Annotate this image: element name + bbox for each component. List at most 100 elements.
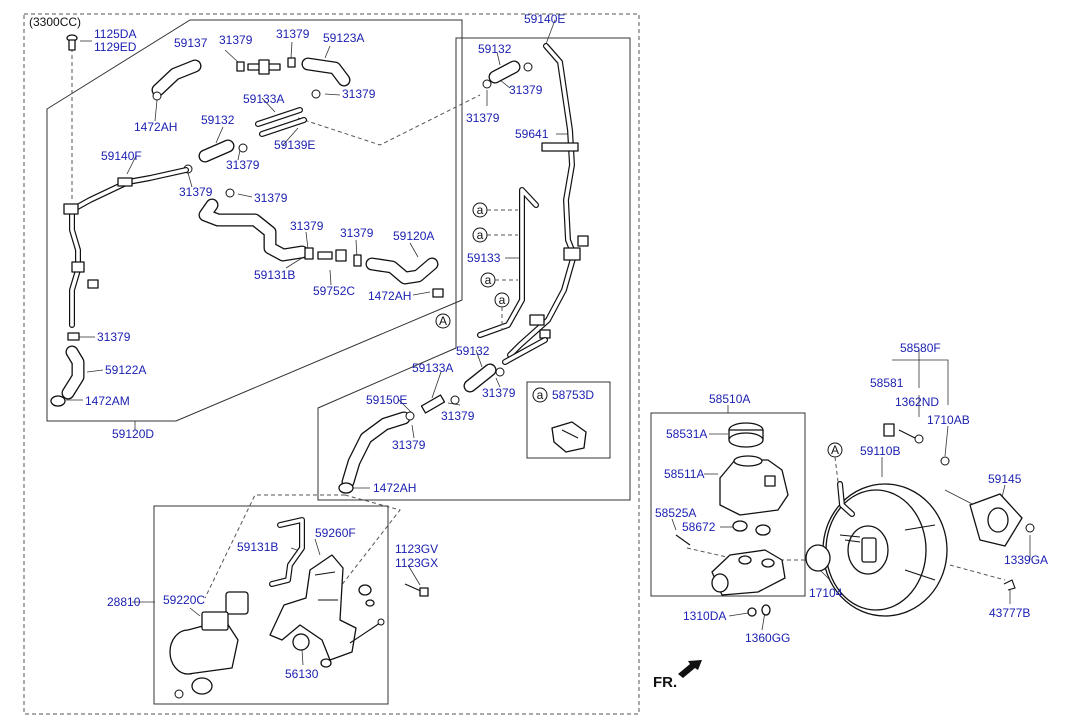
label-58753d: 58753D [552, 388, 594, 402]
hose-59131b-lower [269, 517, 305, 587]
o-ring-17104 [805, 544, 831, 572]
fr-arrow-icon [678, 660, 702, 678]
label-1123gx: 1123GX [395, 556, 438, 570]
hose-59122a [61, 345, 85, 400]
callout-a-1: a [472, 202, 518, 218]
label-1710ab: 1710AB [927, 413, 970, 427]
label-43777b: 43777B [989, 606, 1030, 620]
label-31379-e: 31379 [179, 185, 213, 199]
svg-text:a: a [537, 388, 544, 402]
label-1472am: 1472AM [85, 394, 130, 408]
bolt-1125da [66, 34, 78, 51]
label-59220c: 59220C [163, 593, 205, 607]
label-31379-j: 31379 [509, 83, 543, 97]
master-cylinder-body [711, 549, 786, 596]
label-58511a: 58511A [664, 467, 704, 481]
vacuum-pump-group [169, 517, 429, 699]
pipe-59140f [69, 167, 189, 328]
hose-59137 [151, 59, 202, 97]
part-labels: (3300CC) 1125DA 1129ED 59137 31379 31379… [29, 12, 1048, 681]
hose-59150e [341, 411, 411, 489]
label-59120a: 59120A [393, 229, 434, 243]
label-59110b: 59110B [860, 444, 900, 458]
label-17104: 17104 [809, 586, 843, 600]
label-59132-a: 59132 [201, 113, 235, 127]
label-58531a: 58531A [666, 427, 707, 441]
leader-lines [66, 19, 1031, 666]
label-59122a: 59122A [105, 363, 146, 377]
bracket-58753d: a [532, 387, 587, 453]
callout-a-4: a [494, 292, 510, 330]
label-31379-n: 31379 [392, 438, 426, 452]
label-31379-l: 31379 [441, 409, 475, 423]
label-59131b-a: 59131B [254, 268, 295, 282]
bolt-1123gv [404, 583, 429, 597]
svg-text:A: A [831, 443, 839, 457]
label-31379-h: 31379 [340, 226, 374, 240]
label-59140e: 59140E [524, 12, 565, 26]
pipe-59133 [477, 187, 539, 338]
label-59133a-lower: 59133A [412, 361, 453, 375]
gasket-59145 [969, 493, 1023, 547]
front-orientation-marker: FR. [653, 660, 702, 691]
master-cylinder-group [675, 422, 789, 617]
label-31379-c: 31379 [342, 87, 376, 101]
label-59137: 59137 [174, 36, 208, 50]
callout-a-3: a [480, 272, 518, 288]
label-59145: 59145 [988, 472, 1022, 486]
hose-59120a [365, 257, 439, 285]
label-56130: 56130 [285, 667, 319, 681]
tube-59139e [255, 107, 307, 137]
label-59131b-b: 59131B [237, 540, 278, 554]
label-1339ga: 1339GA [1004, 553, 1048, 567]
fr-label: FR. [653, 674, 677, 691]
connector-59133a-upper [247, 59, 281, 75]
label-1310da: 1310DA [683, 609, 726, 623]
hose-59123a [301, 57, 351, 87]
label-59133: 59133 [467, 251, 501, 265]
label-59132-c: 59132 [456, 344, 490, 358]
label-1472ah-b: 1472AH [368, 289, 411, 303]
label-31379-b: 31379 [276, 27, 310, 41]
label-59123a: 59123A [323, 31, 364, 45]
label-1123gv: 1123GV [395, 542, 438, 556]
label-31379-a: 31379 [219, 33, 253, 47]
upper-left-hose-group: A [50, 34, 451, 407]
label-59752c: 59752C [313, 284, 355, 298]
label-31379-f: 31379 [254, 191, 288, 205]
label-1360gg: 1360GG [745, 631, 790, 645]
label-31379-g: 31379 [290, 219, 324, 233]
reservoir-cap-58531a [728, 422, 764, 448]
label-31379-i: 31379 [97, 330, 131, 344]
label-28810: 28810 [107, 595, 141, 609]
bracket-kit-frame [526, 381, 611, 459]
label-58672: 58672 [682, 520, 716, 534]
variant-label: (3300CC) [29, 15, 81, 29]
callout-a-2: a [472, 227, 518, 243]
label-58525a: 58525A [655, 506, 696, 520]
callout-A-upper: A [435, 313, 451, 329]
label-1472ah-c: 1472AH [373, 481, 416, 495]
grommet-56130 [292, 633, 332, 668]
svg-text:a: a [485, 273, 492, 287]
label-31379-k: 31379 [466, 111, 500, 125]
label-31379-d: 31379 [226, 158, 260, 172]
label-59260f: 59260F [315, 526, 356, 540]
svg-text:a: a [477, 228, 484, 242]
hose-59132-top [488, 60, 521, 84]
label-31379-m: 31379 [482, 386, 516, 400]
label-1129ed: 1129ED [94, 40, 137, 54]
vacuum-pump-frame [153, 505, 389, 705]
label-1125da: 1125DA [94, 27, 136, 41]
hose-59131b-upper [198, 198, 309, 262]
upper-left-group-frame [46, 19, 463, 422]
label-59132-b: 59132 [478, 42, 512, 56]
callout-A-booster: A [827, 442, 843, 483]
label-58580f: 58580F [900, 341, 941, 355]
label-59133a-upper: 59133A [243, 92, 284, 106]
connector-59133a-lower [420, 394, 446, 414]
bracket-59260f [269, 554, 357, 661]
svg-text:a: a [499, 293, 506, 307]
label-58510a: 58510A [709, 392, 750, 406]
callout-letter-A: A [439, 314, 447, 328]
